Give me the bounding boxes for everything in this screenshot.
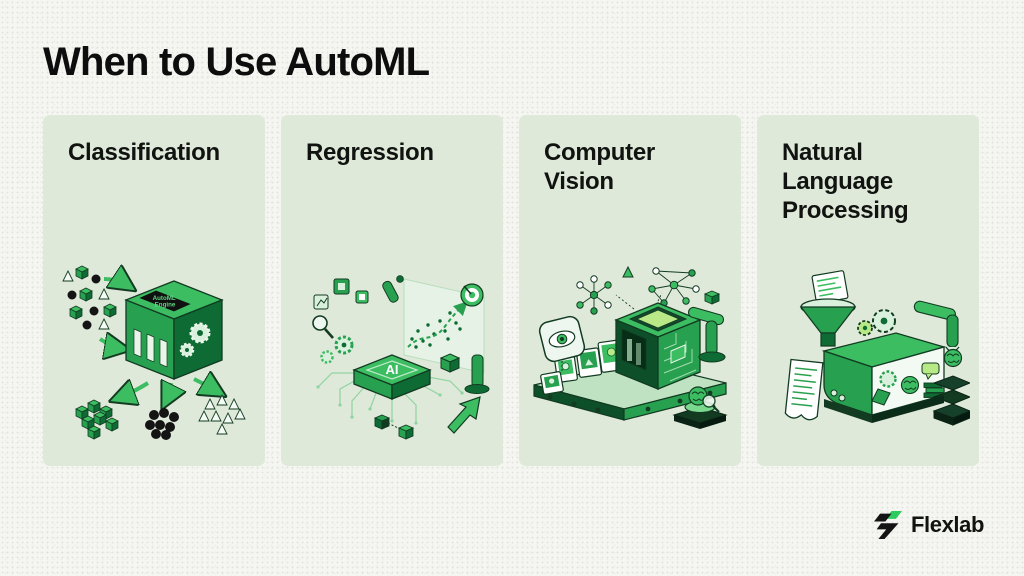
card-label: Classification: [68, 139, 220, 166]
chip-label: AI: [386, 362, 399, 377]
brand-name: Flexlab: [910, 512, 984, 537]
machine-label: AutoML Engine: [153, 295, 178, 308]
text-machine-illustration: [766, 265, 972, 448]
page-title: When to Use AutoML: [43, 40, 430, 84]
cards-row: Classification: [43, 115, 979, 466]
sorting-machine-illustration: AutoML Engine: [52, 253, 256, 448]
card-label: Natural Language Processing: [782, 139, 909, 224]
card-nlp: Natural Language Processing: [757, 115, 979, 466]
card-computer-vision: Computer Vision: [519, 115, 741, 466]
card-label: Computer Vision: [544, 139, 655, 195]
card-regression: Regression: [281, 115, 503, 466]
image-scanner-illustration: [528, 257, 732, 448]
card-label: Regression: [306, 139, 434, 166]
brand-logo: Flexlab: [873, 510, 984, 540]
ai-chip-trend-illustration: AI: [290, 261, 494, 448]
card-classification: Classification: [43, 115, 265, 466]
flexlab-logo-icon: [873, 511, 902, 539]
